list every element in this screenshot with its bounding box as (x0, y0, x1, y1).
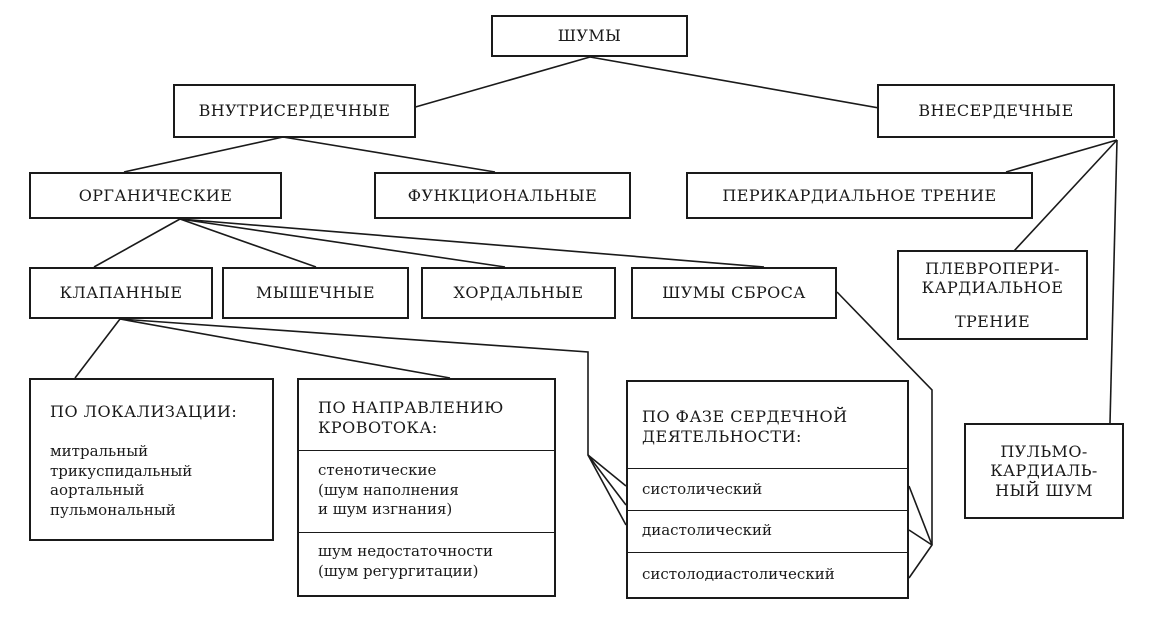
cardiopulmonary-node: ПУЛЬМО- КАРДИАЛЬ- НЫЙ ШУМ (964, 423, 1124, 519)
intracardiac-node: ВНУТРИСЕРДЕЧНЫЕ (173, 84, 416, 138)
phase-item: диастолический (642, 521, 772, 539)
panel-title: ПО НАПРАВЛЕНИЮ КРОВОТОКА: (318, 398, 504, 438)
connector (179, 218, 765, 268)
functional-node: ФУНКЦИОНАЛЬНЫЕ (374, 172, 631, 219)
connector (908, 485, 933, 546)
flow-item: (шум регургитации) (318, 561, 479, 580)
connector (589, 56, 903, 113)
panel-title-line: ДЕЯТЕЛЬНОСТИ: (642, 427, 802, 446)
by-phase-panel: ПО ФАЗЕ СЕРДЕЧНОЙ ДЕЯТЕЛЬНОСТИ: систолич… (626, 380, 909, 599)
phase-item: систолический (642, 480, 763, 498)
node-line: ПУЛЬМО- (1000, 442, 1088, 462)
connector (119, 318, 627, 506)
by-flow-panel: ПО НАПРАВЛЕНИЮ КРОВОТОКА: стенотические … (297, 378, 556, 597)
flow-item: (шум наполнения (318, 480, 459, 499)
phase-item: систолодиастолический (642, 565, 835, 583)
flow-item: и шум изгнания) (318, 500, 453, 518)
muscular-node: МЫШЕЧНЫЕ (222, 267, 409, 319)
connector (1013, 139, 1118, 252)
connector (179, 218, 317, 268)
organic-node: ОРГАНИЧЕСКИЕ (29, 172, 282, 219)
node-line: КАРДИАЛЬ- (990, 461, 1098, 481)
connector (119, 318, 451, 379)
connector (123, 136, 284, 173)
connector (587, 454, 627, 487)
connector (74, 318, 121, 379)
by-location-panel: ПО ЛОКАЛИЗАЦИИ: митральный трикуспидальн… (29, 378, 274, 541)
chordal-node: ХОРДАЛЬНЫЕ (421, 267, 616, 319)
panel-title: ПО ЛОКАЛИЗАЦИИ: (50, 402, 238, 421)
valvular-node: КЛАПАННЫЕ (29, 267, 213, 319)
connector (908, 529, 933, 546)
phase-row: систолодиастолический (628, 552, 907, 599)
node-line: КАРДИАЛЬНОЕ (921, 278, 1064, 298)
panel-title: ПО ФАЗЕ СЕРДЕЧНОЙ ДЕЯТЕЛЬНОСТИ: (642, 407, 848, 447)
connector (836, 291, 933, 579)
flow-item: стенотические (318, 461, 437, 479)
connector (179, 218, 506, 268)
connector (1005, 139, 1118, 173)
flow-item: шум недостаточности (318, 542, 493, 560)
connector (1109, 139, 1118, 424)
connector (93, 218, 181, 268)
shunt-node: ШУМЫ СБРОСА (631, 267, 837, 319)
connector (397, 56, 591, 113)
phase-row: диастолический (628, 510, 907, 552)
node-line: ТРЕНИЕ (954, 311, 1031, 331)
panel-title-line: ПО НАПРАВЛЕНИЮ (318, 398, 504, 417)
location-item: трикуспидальный (50, 461, 193, 480)
connector (282, 136, 496, 173)
location-item: митральный (50, 442, 149, 460)
location-item: пульмональный (50, 500, 176, 519)
stenotic-section: стенотические (шум наполнения и шум изгн… (299, 450, 554, 532)
node-line: НЫЙ ШУМ (995, 480, 1093, 500)
pericardial-friction-node: ПЕРИКАРДИАЛЬНОЕ ТРЕНИЕ (686, 172, 1033, 219)
node-line: ПЛЕВРОПЕРИ- (925, 259, 1060, 279)
phase-row: систолический (628, 468, 907, 510)
panel-title-line: ПО ФАЗЕ СЕРДЕЧНОЙ (642, 407, 848, 426)
extracardiac-node: ВНЕСЕРДЕЧНЫЕ (877, 84, 1115, 138)
regurgitant-section: шум недостаточности (шум регургитации) (299, 532, 554, 597)
root-node: ШУМЫ (491, 15, 688, 57)
connector (587, 454, 627, 526)
panel-title-line: КРОВОТОКА: (318, 418, 438, 437)
pleuropericardial-friction-node: ПЛЕВРОПЕРИ- КАРДИАЛЬНОЕ ТРЕНИЕ (897, 250, 1088, 340)
location-item: аортальный (50, 481, 145, 499)
